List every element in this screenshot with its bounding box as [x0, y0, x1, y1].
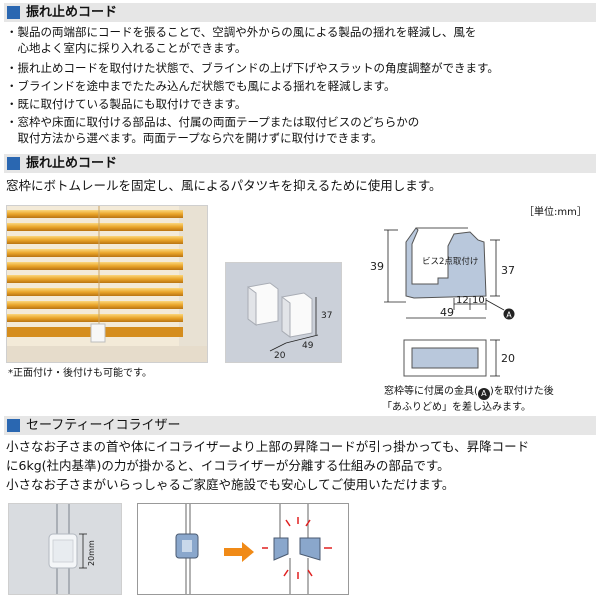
dim-20-label: 20	[501, 352, 515, 365]
part-depth-label: 49	[302, 341, 314, 351]
bracket-shape	[405, 227, 487, 299]
arrow-right-icon	[224, 542, 254, 562]
base-plate	[411, 347, 479, 369]
description-line: に6kg(社内基準)の力が掛かると、イコライザーが分離する仕組みの部品です。	[6, 458, 450, 473]
section-title: 振れ止めコード	[26, 156, 118, 171]
drawing-caption-line2: 「あふりどめ」を差し込みます。	[382, 402, 531, 413]
marker-a-icon	[503, 308, 515, 320]
blind-photo	[6, 205, 208, 363]
section-description: 窓枠にボトムレールを固定し、風によるパタツキを抑えるために使用します。	[6, 178, 442, 193]
section-header-swing-cord-2: 振れ止めコード	[4, 154, 596, 173]
section-marker-icon	[7, 157, 20, 170]
photo-note: *正面付け・後付けも可能です。	[8, 368, 152, 379]
screw-label: ビス2点取付け	[422, 256, 478, 267]
part-height-label: 37	[321, 311, 332, 321]
bullet-line: 取付方法から選べます。両面テープなら穴を開けずに取付けできます。	[6, 131, 383, 145]
bullet-line: 心地よく室内に採り入れることができます。	[6, 41, 247, 55]
section-header-safety-equalizer: セーフティーイコライザー	[4, 416, 596, 435]
dim-37-label: 37	[501, 264, 515, 277]
parts-photo: 37 20 49	[225, 262, 342, 363]
unit-label: ［単位:mm］	[524, 207, 587, 218]
bullet-line: ・ブラインドを途中までたたみ込んだ状態でも風による揺れを軽減します。	[6, 79, 396, 93]
marker-a-label: A	[506, 311, 512, 320]
drawing-caption-line1: 窓枠等に付属の金具(A)を取付けた後	[384, 386, 554, 400]
bullet-line: ・既に取付けている製品にも取付けできます。	[6, 97, 247, 111]
section-header-swing-cord: 振れ止めコード	[4, 3, 596, 22]
description-line: 小さなお子さまの首や体にイコライザーより上部の昇降コードが引っ掛かっても、昇降コ…	[6, 439, 530, 454]
dim-39-label: 39	[370, 260, 384, 273]
separation-spark-icon	[262, 517, 332, 579]
part-width-label: 20	[274, 351, 286, 361]
marker-a-icon: A	[477, 388, 490, 400]
bullet-line: ・製品の両端部にコードを張ることで、空調や外からの風による製品の揺れを軽減し、風…	[6, 25, 477, 39]
section-title: セーフティーイコライザー	[26, 418, 181, 433]
section-title: 振れ止めコード	[26, 5, 118, 20]
equalizer-photo: 20mm	[8, 503, 122, 595]
dim-12-label: 12	[456, 295, 469, 306]
bullet-line: ・振れ止めコードを取付けた状態で、ブラインドの上げ下げやスラットの角度調整ができ…	[6, 61, 499, 75]
description-line: 小さなお子さまがいらっしゃるご家庭や施設でも安心してご使用いただけます。	[6, 477, 455, 492]
bracket-drawing: 39 37 ビス2点取付け 12 10 49 A 20	[370, 227, 515, 377]
dim-10-label: 10	[472, 295, 485, 306]
bullet-line: ・窓枠や床面に取付ける部品は、付属の両面テープまたは取付ビスのどちらかの	[6, 115, 420, 129]
section-marker-icon	[7, 6, 20, 19]
equalizer-dim-label: 20mm	[87, 540, 96, 566]
equalizer-right-half	[299, 537, 321, 561]
equalizer-left-half	[273, 537, 289, 561]
section-marker-icon	[7, 419, 20, 432]
separation-diagram	[137, 503, 349, 595]
dim-49-label: 49	[440, 306, 454, 319]
